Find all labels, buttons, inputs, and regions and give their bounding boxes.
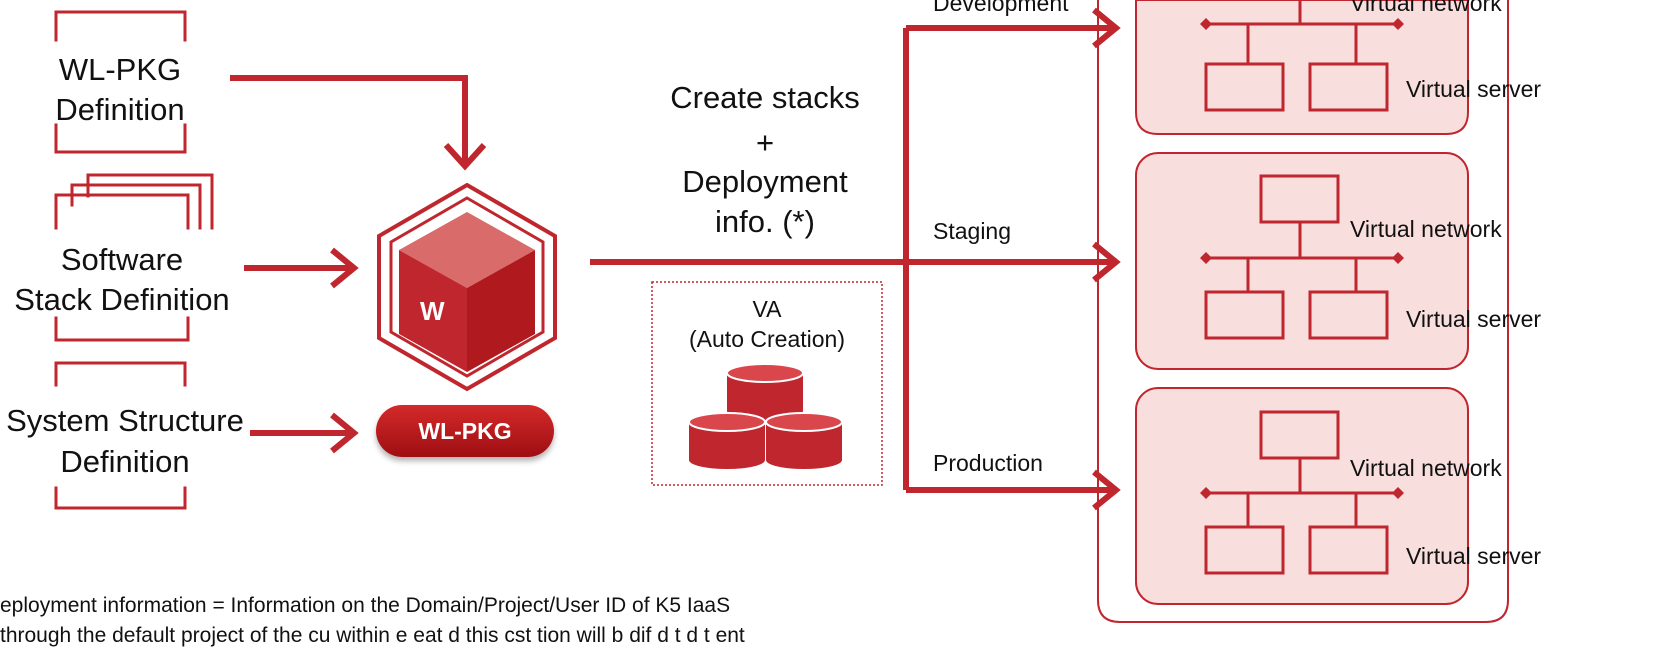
action-line3: Deployment bbox=[682, 164, 848, 199]
network-label-production: Virtual network bbox=[1350, 455, 1502, 481]
doc-label-software-line1: Software bbox=[60, 242, 184, 277]
doc-label-software-line2: Stack Definition bbox=[14, 282, 230, 317]
server-label-staging: Virtual server bbox=[1406, 306, 1542, 332]
environment-box-production bbox=[1135, 387, 1469, 605]
footnote-line2: through the default project of the cu wi… bbox=[0, 624, 745, 647]
network-label-staging: Virtual network bbox=[1350, 216, 1502, 242]
stage-label-development: Development bbox=[933, 0, 1069, 16]
doc-label-system-line2: Definition bbox=[60, 444, 190, 479]
doc-label-system-line1: System Structure bbox=[6, 403, 244, 438]
server-label-development: Virtual server bbox=[1406, 76, 1542, 102]
doc-label-wlpkg-line1: WL-PKG bbox=[58, 52, 182, 87]
environment-box-development bbox=[1135, 0, 1469, 135]
server-label-production: Virtual server bbox=[1406, 543, 1542, 569]
action-line2: + bbox=[755, 125, 775, 160]
va-label: VA bbox=[752, 296, 782, 322]
network-label-development: Virtual network bbox=[1350, 0, 1502, 16]
environment-box-staging bbox=[1135, 152, 1469, 370]
stage-label-production: Production bbox=[933, 450, 1043, 476]
wl-pkg-badge: WL-PKG bbox=[376, 405, 554, 457]
wl-pkg-cube bbox=[377, 182, 557, 392]
action-line1: Create stacks bbox=[670, 80, 860, 115]
document-wl-pkg-definition bbox=[54, 10, 187, 154]
va-sublabel: (Auto Creation) bbox=[689, 326, 845, 352]
database-icon bbox=[688, 412, 766, 469]
environment-container bbox=[1097, 0, 1509, 623]
stage-label-staging: Staging bbox=[933, 218, 1012, 244]
doc-label-wlpkg-line2: Definition bbox=[55, 92, 185, 127]
arrow-wlpkg-to-cube bbox=[230, 75, 468, 165]
action-line4: info. (*) bbox=[715, 204, 815, 239]
document-system-structure-definition bbox=[54, 361, 187, 510]
database-icon bbox=[726, 363, 804, 420]
database-icon bbox=[765, 412, 843, 469]
cube-letter: W bbox=[420, 296, 445, 326]
va-box bbox=[651, 281, 883, 486]
database-icon-group bbox=[688, 363, 843, 469]
document-software-stack-definition bbox=[54, 173, 214, 342]
footnote-line1: eployment information = Information on t… bbox=[0, 594, 731, 617]
